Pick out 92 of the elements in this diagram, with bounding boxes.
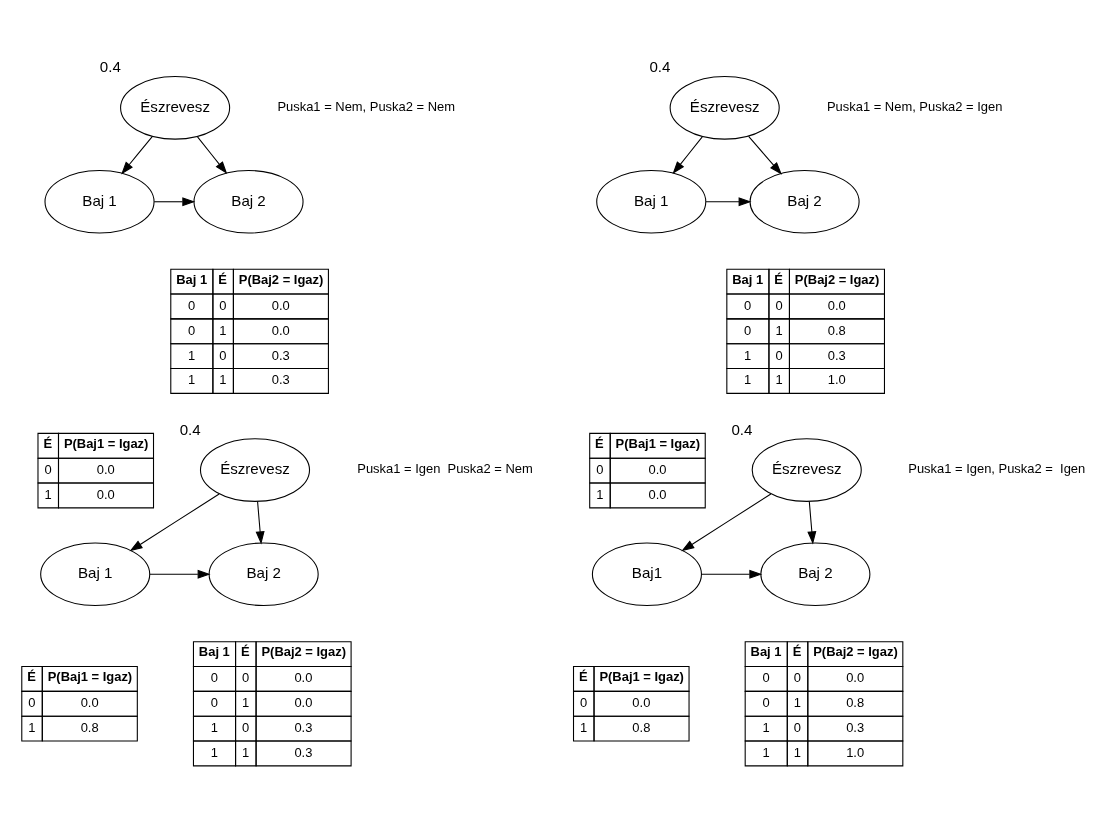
node-label: 0.4: [99, 57, 121, 75]
label: P(Baj2 = Igaz): [794, 271, 880, 287]
label: 1: [744, 371, 752, 387]
label: 0: [242, 669, 250, 685]
label: 0.0: [846, 669, 865, 685]
label: Baj 1: [732, 271, 764, 287]
label: 0.3: [294, 744, 313, 760]
label: 1: [219, 371, 227, 387]
node-label: 0.4: [731, 420, 753, 438]
label: 1: [596, 486, 604, 502]
label: 0: [744, 297, 752, 313]
label: Baj 1: [198, 643, 230, 659]
label: Baj 1: [750, 643, 782, 659]
label: P(Baj1 = Igaz): [47, 668, 133, 684]
label: É: [578, 668, 588, 684]
label: É: [792, 643, 802, 659]
label: 1: [210, 719, 218, 735]
label: 0.0: [271, 322, 290, 338]
label: 1: [44, 486, 52, 502]
label: 0.8: [632, 719, 651, 735]
node-label: 0.4: [179, 420, 201, 438]
label: 0.8: [80, 719, 99, 735]
label: 1: [793, 694, 801, 710]
label: P(Baj1 = Igaz): [599, 668, 684, 684]
label: 0: [210, 694, 218, 710]
label: 0.3: [846, 719, 865, 735]
label: 0: [242, 719, 250, 735]
label: 0.0: [648, 486, 667, 502]
label: 1: [775, 322, 783, 338]
label: 1: [762, 744, 770, 760]
label: 1: [28, 719, 36, 735]
label: 0.0: [96, 461, 115, 477]
label: É: [774, 271, 783, 287]
label: 0: [596, 461, 604, 477]
label: 0: [219, 347, 227, 362]
label: 1: [188, 347, 196, 362]
label: 0.0: [827, 297, 846, 313]
label: É: [240, 643, 250, 659]
label: 1: [775, 371, 783, 387]
node-label: 0.4: [649, 57, 671, 75]
label: Puska1 = Nem, Puska2 = Igen: [826, 98, 1003, 114]
label: 0: [762, 669, 770, 685]
label: P(Baj2 = Igaz): [238, 271, 324, 287]
label: 1: [188, 371, 196, 387]
label: 1.0: [827, 371, 846, 387]
label: 1: [210, 744, 218, 760]
label: 0.0: [294, 694, 313, 710]
label: 0: [744, 322, 752, 338]
label: 0.0: [271, 297, 290, 313]
label: 0: [188, 322, 196, 338]
label: 0: [188, 297, 196, 313]
label: 1: [242, 694, 250, 710]
label: 0: [579, 694, 588, 710]
label: 0: [762, 694, 770, 710]
label: 1: [242, 744, 250, 760]
label: 0: [793, 719, 801, 735]
label: 0.0: [96, 486, 115, 502]
label: 0: [28, 694, 36, 710]
label: É: [43, 435, 53, 451]
label: 0: [793, 669, 801, 685]
label: 1: [579, 719, 588, 735]
label: Puska1 = Igen, Puska2 = Igen: [908, 460, 1086, 476]
label: 0: [44, 461, 52, 477]
label: P(Baj2 = Igaz): [261, 643, 346, 659]
label: 0: [775, 297, 783, 313]
label: 0: [775, 347, 783, 362]
label: Puska1 = Nem, Puska2 = Nem: [277, 98, 456, 114]
label: 0.0: [632, 694, 651, 710]
label: 0.8: [846, 694, 865, 710]
label: 0.8: [827, 322, 846, 338]
label: 1.0: [846, 744, 865, 760]
label: 0.3: [294, 719, 313, 735]
label: 0.0: [648, 461, 667, 477]
label: 0.3: [271, 371, 290, 387]
label: 0: [219, 297, 227, 313]
label: 0.0: [80, 694, 99, 710]
label: 1: [793, 744, 801, 760]
label: P(Baj1 = Igaz): [615, 435, 701, 451]
label: É: [27, 668, 36, 684]
label: 1: [762, 719, 770, 735]
label: 0.0: [294, 669, 313, 685]
label: P(Baj2 = Igaz): [813, 643, 898, 659]
label: Puska1 = Igen Puska2 = Nem: [357, 460, 533, 476]
label: É: [595, 435, 604, 451]
label: Baj 1: [176, 271, 208, 287]
label: É: [218, 271, 227, 287]
label: 1: [219, 322, 227, 338]
label: P(Baj1 = Igaz): [63, 435, 149, 451]
label: 0.3: [827, 347, 846, 362]
label: 0: [210, 669, 218, 685]
label: 1: [744, 347, 752, 362]
label: 0.3: [271, 347, 290, 362]
